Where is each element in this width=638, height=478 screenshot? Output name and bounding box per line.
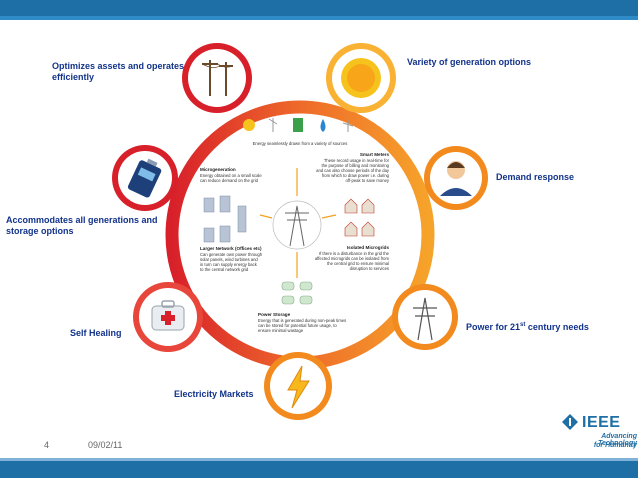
node-bottom [264, 352, 332, 420]
node-top-right [326, 43, 396, 113]
microgeneration-text-1: can reduce demand on the grid [200, 178, 259, 183]
storage-batteries-icon [281, 281, 313, 305]
slide-date: 09/02/11 [88, 440, 123, 450]
lightning-bolt-icon [287, 365, 310, 409]
ieee-logo-word: IEEE [582, 414, 621, 431]
slide-number: 4 [44, 440, 50, 450]
smart-meters-text-2: and can also choose periods of the day [316, 168, 390, 173]
label-electricity-markets: Electricity Markets [174, 389, 254, 399]
node-top-left [182, 43, 252, 113]
microgeneration-title: Microgeneration [200, 167, 236, 172]
smart-meters-text-4: off-peak to save money [346, 178, 390, 183]
power-storage-text-0: Energy that is generated during non-peak… [258, 318, 346, 323]
header-stripe [0, 16, 638, 20]
houses-icon [344, 198, 375, 237]
ieee-logo-mark [562, 414, 578, 430]
footer-bar [0, 458, 638, 478]
label-power-21st-century: Power for 21st century needs [466, 320, 636, 333]
smart-meters-text-3: from which to draw power i.e. during [322, 173, 390, 178]
source-icons [243, 118, 354, 132]
larger-network-block: Larger Network (Offices etc) Can generat… [200, 246, 263, 272]
larger-network-text-1: solar panels, wind turbines and [200, 257, 258, 262]
label-self-healing: Self Healing [70, 328, 122, 338]
label-demand-response: Demand response [496, 172, 575, 182]
footer-stripe [0, 458, 638, 461]
label-variety-generation: Variety of generation options [407, 57, 532, 67]
isolated-microgrids-block: Isolated Microgrids If there is a distur… [315, 245, 390, 271]
node-left-lower [133, 282, 203, 352]
isolated-microgrids-text-3: disruption to services [350, 266, 389, 271]
smart-meters-block: Smart Meters These record usage in real-… [316, 152, 390, 183]
larger-network-text-2: in turn can supply energy back [200, 262, 258, 267]
label-accommodates-generations: Accommodates all generations and storage… [6, 215, 158, 236]
node-right-lower [392, 284, 458, 350]
utility-poles-icon [201, 60, 234, 96]
isolated-microgrids-text-1: affected microgrids can be isolated from [315, 256, 390, 261]
inner-disc [181, 116, 419, 354]
transmission-tower-icon [413, 297, 437, 341]
isolated-microgrids-title: Isolated Microgrids [347, 245, 390, 250]
smart-meters-text-1: the purpose of billing and monitoring [321, 163, 389, 168]
isolated-microgrids-text-0: If there is a disturbance in the grid th… [319, 251, 390, 256]
battery-icon [127, 158, 162, 198]
larger-network-text-0: Can generate own power through [200, 252, 263, 257]
smart-meters-text-0: These record usage in real-time for [324, 158, 390, 163]
ieee-tagline-1: Advancing Technology [597, 433, 637, 447]
buildings-icon [203, 195, 247, 243]
label-power-suffix: century needs [525, 322, 589, 332]
first-aid-kit-icon [151, 300, 185, 331]
microgeneration-text-0: Energy obtained on a small scale [200, 173, 262, 178]
flow-arrows [259, 168, 337, 278]
isolated-microgrids-text-2: the central grid to ensure minimal [327, 261, 389, 266]
power-storage-block: Power Storage Energy that is generated d… [258, 312, 346, 333]
smart-meters-title: Smart Meters [360, 152, 390, 157]
user-icon [440, 161, 472, 196]
sources-caption: Energy seamlessly drawn from a variety o… [253, 141, 348, 146]
node-right-upper [424, 146, 488, 210]
larger-network-text-3: to the central network grid [200, 267, 249, 272]
central-grid-tower-icon [272, 200, 322, 250]
header-bar [0, 0, 638, 20]
power-storage-text-2: ensure minimal wastage [258, 328, 304, 333]
ieee-tagline-2: for Humanity [593, 442, 637, 449]
power-storage-title: Power Storage [258, 312, 291, 317]
power-storage-text-1: can be stored for potential future usage… [258, 323, 337, 328]
label-power-prefix: Power for 21 [466, 322, 521, 332]
sun-icon [341, 58, 381, 98]
larger-network-title: Larger Network (Offices etc) [200, 246, 262, 251]
label-power-sup: st [520, 322, 526, 328]
microgeneration-block: Microgeneration Energy obtained on a sma… [200, 167, 262, 183]
label-optimizes-assets: Optimizes assets and operates efficientl… [52, 61, 185, 82]
node-left-middle [112, 145, 178, 211]
